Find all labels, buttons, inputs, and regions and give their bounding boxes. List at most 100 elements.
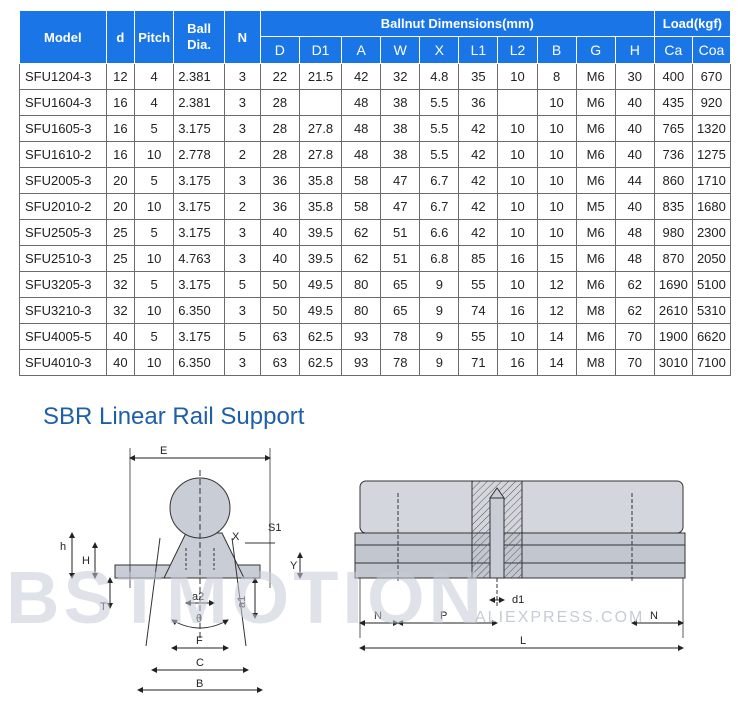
table-cell: M5 (575, 193, 616, 220)
model-cell: SFU1204-3 (19, 63, 107, 90)
table-cell: 20 (105, 167, 136, 194)
table-cell: 74 (458, 297, 499, 324)
table-cell: 670 (691, 63, 732, 90)
table-cell: 3 (223, 63, 261, 90)
table-cell: 62.5 (298, 349, 343, 376)
table-cell: 4.8 (419, 63, 460, 90)
table-cell: 10 (536, 167, 577, 194)
table-cell: 40 (259, 219, 300, 246)
table-cell: 27.8 (298, 115, 343, 142)
dim-label-s1: S1 (268, 522, 281, 534)
table-cell: 48 (341, 115, 382, 142)
dim-label-a2: a2 (192, 591, 204, 603)
table-cell: 40 (614, 115, 655, 142)
subheader-l2: L2 (497, 36, 538, 64)
table-cell: 42 (458, 219, 499, 246)
table-cell: 25 (105, 245, 136, 272)
table-cell: 78 (380, 349, 421, 376)
table-cell: 10 (134, 349, 175, 376)
table-cell: 28 (259, 141, 300, 168)
table-cell: 49.5 (298, 271, 343, 298)
table-cell: 35.8 (298, 167, 343, 194)
table-cell: 10 (134, 297, 175, 324)
table-cell: 39.5 (298, 245, 343, 272)
table-cell: 4.763 (173, 245, 225, 272)
table-cell: 16 (497, 245, 538, 272)
table-cell: 10 (536, 115, 577, 142)
table-cell: 27.8 (298, 141, 343, 168)
header-ball-dia: Ball Dia. (173, 10, 225, 64)
subheader-g: G (575, 36, 616, 64)
table-cell: 10 (497, 63, 538, 90)
model-cell: SFU4010-3 (19, 349, 107, 376)
table-cell: 4 (134, 63, 175, 90)
table-cell: 44 (614, 167, 655, 194)
subheader-d: D (259, 36, 300, 64)
table-cell: 5 (134, 167, 175, 194)
table-cell: 38 (380, 141, 421, 168)
table-cell: 10 (497, 271, 538, 298)
table-cell: 12 (536, 271, 577, 298)
table-cell: 6.7 (419, 193, 460, 220)
table-cell: 16 (105, 141, 136, 168)
table-cell: 6.8 (419, 245, 460, 272)
table-cell: 38 (380, 89, 421, 116)
model-cell: SFU1610-2 (19, 141, 107, 168)
table-cell: 10 (497, 323, 538, 350)
table-cell: 1680 (691, 193, 732, 220)
table-cell: 25 (105, 219, 136, 246)
model-cell: SFU4005-5 (19, 323, 107, 350)
table-cell: M6 (575, 89, 616, 116)
dim-label-l: L (520, 635, 526, 647)
table-cell: 48 (614, 219, 655, 246)
table-cell: 40 (259, 245, 300, 272)
header-n: N (223, 10, 261, 64)
table-cell: M6 (575, 63, 616, 90)
model-cell: SFU3205-3 (19, 271, 107, 298)
table-cell: 10 (497, 167, 538, 194)
table-cell: 7100 (691, 349, 732, 376)
bolt (489, 497, 505, 579)
dim-label-t: T (100, 601, 107, 613)
dim-label-a1: a1 (236, 596, 248, 608)
table-cell: 5 (223, 271, 261, 298)
table-cell: 4 (134, 89, 175, 116)
subheader-l1: L1 (458, 36, 499, 64)
table-cell: 20 (105, 193, 136, 220)
table-cell: 5310 (691, 297, 732, 324)
table-cell: 58 (341, 193, 382, 220)
table-cell: 3 (223, 167, 261, 194)
subheader-x: X (419, 36, 460, 64)
dim-label-e: E (160, 445, 167, 457)
subheader-ca: Ca (653, 36, 693, 64)
table-cell: 10 (536, 193, 577, 220)
table-cell: 3 (223, 297, 261, 324)
table-cell: 58 (341, 167, 382, 194)
subheader-b: B (536, 36, 577, 64)
table-cell: 5 (134, 219, 175, 246)
table-cell: 6620 (691, 323, 732, 350)
table-cell: M6 (575, 271, 616, 298)
table-cell: 10 (497, 141, 538, 168)
table-cell: 62 (614, 297, 655, 324)
model-cell: SFU2505-3 (19, 219, 107, 246)
table-cell: 2610 (653, 297, 693, 324)
table-cell: 14 (536, 349, 577, 376)
table-cell: 1690 (653, 271, 693, 298)
table-cell: 62 (614, 271, 655, 298)
table-cell: 5100 (691, 271, 732, 298)
side-view: d1 N P N L (354, 480, 686, 651)
table-cell: 10 (134, 193, 175, 220)
table-cell (298, 89, 343, 116)
table-cell: 2.778 (173, 141, 225, 168)
sbr-rail-diagram: E h H T X S1 Y a2 a1 θ F C B d1 (60, 445, 686, 693)
table-cell: 30 (614, 63, 655, 90)
table-cell: 2.381 (173, 89, 225, 116)
subheader-d1: D1 (298, 36, 343, 64)
table-cell: 2300 (691, 219, 732, 246)
table-cell: 36 (458, 89, 499, 116)
table-cell: 85 (458, 245, 499, 272)
table-cell: 3 (223, 115, 261, 142)
